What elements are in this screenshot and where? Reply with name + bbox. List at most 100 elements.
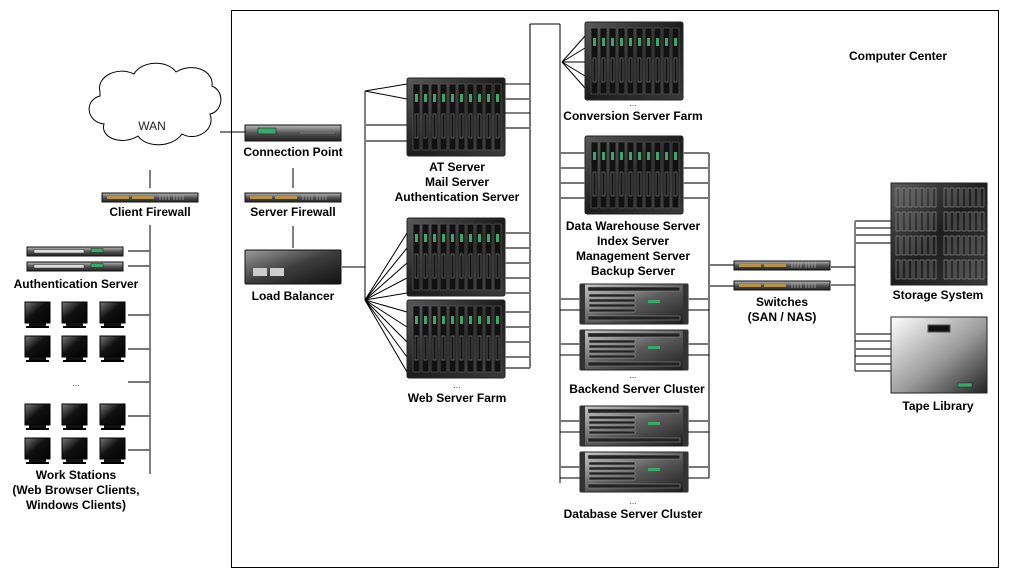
disk-slot <box>931 211 937 232</box>
disk-slot <box>913 211 919 232</box>
client-bus-taps <box>128 250 150 451</box>
disk-slot <box>925 187 931 208</box>
wan-label: WAN <box>138 119 166 133</box>
fan-link <box>364 247 408 301</box>
fan-link <box>364 232 408 301</box>
at-server-label: AT Server <box>429 160 485 174</box>
fan-link <box>364 292 408 301</box>
work-stations: ... Work Stations (Web Browser Clients, … <box>12 301 140 512</box>
disk-slot <box>907 259 913 280</box>
disk-slot <box>973 211 979 232</box>
connection-point-label: Connection Point <box>243 145 342 159</box>
disk-slot <box>967 259 973 280</box>
conversion-ellipsis: ... <box>629 98 637 108</box>
disk-slot <box>973 259 979 280</box>
fan-link <box>364 299 408 373</box>
index-server-label: Index Server <box>597 234 669 248</box>
conversion-server-farm: ... Conversion Server Farm <box>563 21 703 123</box>
disk-slot <box>967 235 973 256</box>
web-farm-fan <box>364 232 408 373</box>
disk-slot <box>961 259 967 280</box>
web-server-farm: ... Web Server Farm <box>406 217 507 405</box>
disk-slot <box>979 259 985 280</box>
disk-slot <box>925 211 931 232</box>
client-firewall-label: Client Firewall <box>109 205 190 219</box>
disk-slot <box>955 187 961 208</box>
disk-slot <box>943 235 949 256</box>
san-nas-switches: Switches (SAN / NAS) <box>733 260 831 324</box>
disk-slot <box>949 235 955 256</box>
database-server-cluster: ... Database Server Cluster <box>564 405 703 521</box>
conversion-fan-link <box>561 61 586 77</box>
disk-slot <box>943 187 949 208</box>
computer-center-title: Computer Center <box>849 49 947 63</box>
fan-link <box>364 299 408 358</box>
disk-slot <box>901 187 907 208</box>
disk-slot <box>955 259 961 280</box>
management-server-label: Management Server <box>576 249 690 263</box>
load-balancer: Load Balancer <box>244 249 342 303</box>
conversion-fan <box>561 35 586 89</box>
back-tier-right-taps <box>683 152 709 479</box>
disk-slot <box>895 259 901 280</box>
work-stations-label-1: Work Stations <box>36 468 117 482</box>
disk-slot <box>919 235 925 256</box>
tape-library-label: Tape Library <box>902 399 973 413</box>
disk-slot <box>901 259 907 280</box>
disk-slot <box>895 187 901 208</box>
disk-slot <box>955 211 961 232</box>
disk-slot <box>949 211 955 232</box>
tape-library: Tape Library <box>890 316 988 413</box>
disk-slot <box>961 187 967 208</box>
authentication-server-pair: Authentication Server <box>14 246 139 291</box>
conversion-fan-link <box>561 35 586 63</box>
disk-slot <box>907 211 913 232</box>
disk-slot <box>919 211 925 232</box>
disk-slot <box>931 187 937 208</box>
disk-slot <box>925 235 931 256</box>
app-tier-taps <box>364 83 408 142</box>
web-server-farm-label: Web Server Farm <box>408 391 507 405</box>
data-warehouse-server-label: Data Warehouse Server <box>566 219 701 233</box>
mail-server-label: Mail Server <box>425 175 489 189</box>
backend-ellipsis: ... <box>629 370 637 380</box>
disk-slot <box>979 187 985 208</box>
disk-slot <box>913 259 919 280</box>
load-balancer-label: Load Balancer <box>252 289 335 303</box>
disk-slot <box>901 235 907 256</box>
disk-slot <box>925 259 931 280</box>
web-farm-ellipsis: ... <box>453 380 461 390</box>
authentication-server-blade-label: Authentication Server <box>395 190 520 204</box>
disk-slot <box>949 187 955 208</box>
work-stations-ellipsis: ... <box>72 378 80 388</box>
server-firewall: Server Firewall <box>244 192 342 219</box>
disk-slot <box>943 259 949 280</box>
back-tier-left-taps <box>560 152 585 479</box>
disk-slot <box>961 211 967 232</box>
switches-label: Switches <box>756 295 808 309</box>
disk-slot <box>973 187 979 208</box>
disk-slot <box>949 259 955 280</box>
fan-link <box>364 299 408 328</box>
disk-slot <box>967 211 973 232</box>
disk-slot <box>967 187 973 208</box>
fan-link <box>364 277 408 301</box>
disk-slot <box>919 259 925 280</box>
fan-link <box>364 299 408 313</box>
storage-system: Storage System <box>890 182 988 302</box>
disk-slot <box>979 235 985 256</box>
disk-slot <box>919 187 925 208</box>
disk-slot <box>973 235 979 256</box>
disk-slot <box>979 211 985 232</box>
disk-slot <box>907 187 913 208</box>
disk-slot <box>901 211 907 232</box>
connection-point: Connection Point <box>243 124 343 159</box>
storage-taps <box>855 220 891 372</box>
authentication-server-label: Authentication Server <box>14 277 139 291</box>
disk-slot <box>895 235 901 256</box>
computer-center-boundary <box>231 10 999 568</box>
backend-server-cluster-label: Backend Server Cluster <box>569 382 705 396</box>
storage-system-label: Storage System <box>893 288 984 302</box>
disk-slot <box>913 235 919 256</box>
